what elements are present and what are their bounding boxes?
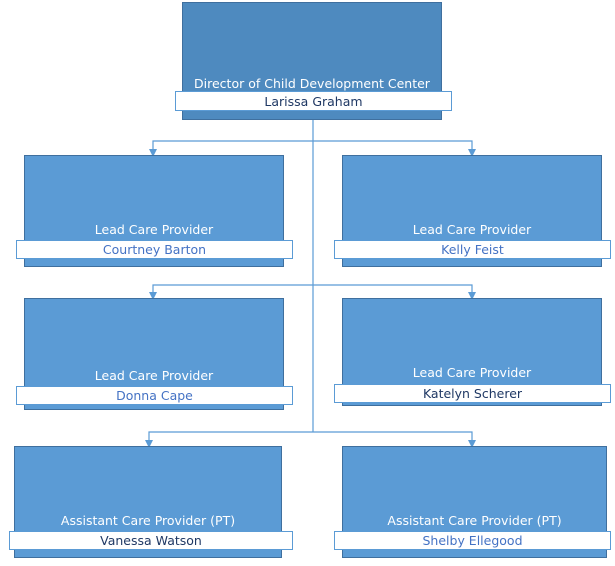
connector-row2-left [149, 284, 313, 300]
director-title: Director of Child Development Center [194, 76, 430, 91]
staff-name-5: Vanessa Watson [9, 531, 293, 550]
staff-title-4: Lead Care Provider [412, 365, 532, 380]
director-name: Larissa Graham [175, 91, 452, 111]
staff-title-5: Assistant Care Provider (PT) [60, 513, 236, 528]
staff-title-1: Lead Care Provider [94, 222, 214, 237]
connector-row1-left [149, 140, 313, 157]
connector-row3-right [313, 431, 476, 448]
staff-name-1: Courtney Barton [16, 240, 293, 259]
connector-row2-right [313, 284, 476, 300]
connector-row3-left [145, 431, 313, 448]
staff-title-3: Lead Care Provider [94, 368, 214, 383]
staff-title-2: Lead Care Provider [412, 222, 532, 237]
staff-name-3: Donna Cape [16, 386, 293, 405]
connector-row1-right [313, 140, 476, 157]
staff-title-6: Assistant Care Provider (PT) [387, 513, 562, 528]
staff-name-2: Kelly Feist [334, 240, 611, 259]
staff-name-6: Shelby Ellegood [334, 531, 611, 550]
staff-name-4: Katelyn Scherer [334, 384, 611, 403]
